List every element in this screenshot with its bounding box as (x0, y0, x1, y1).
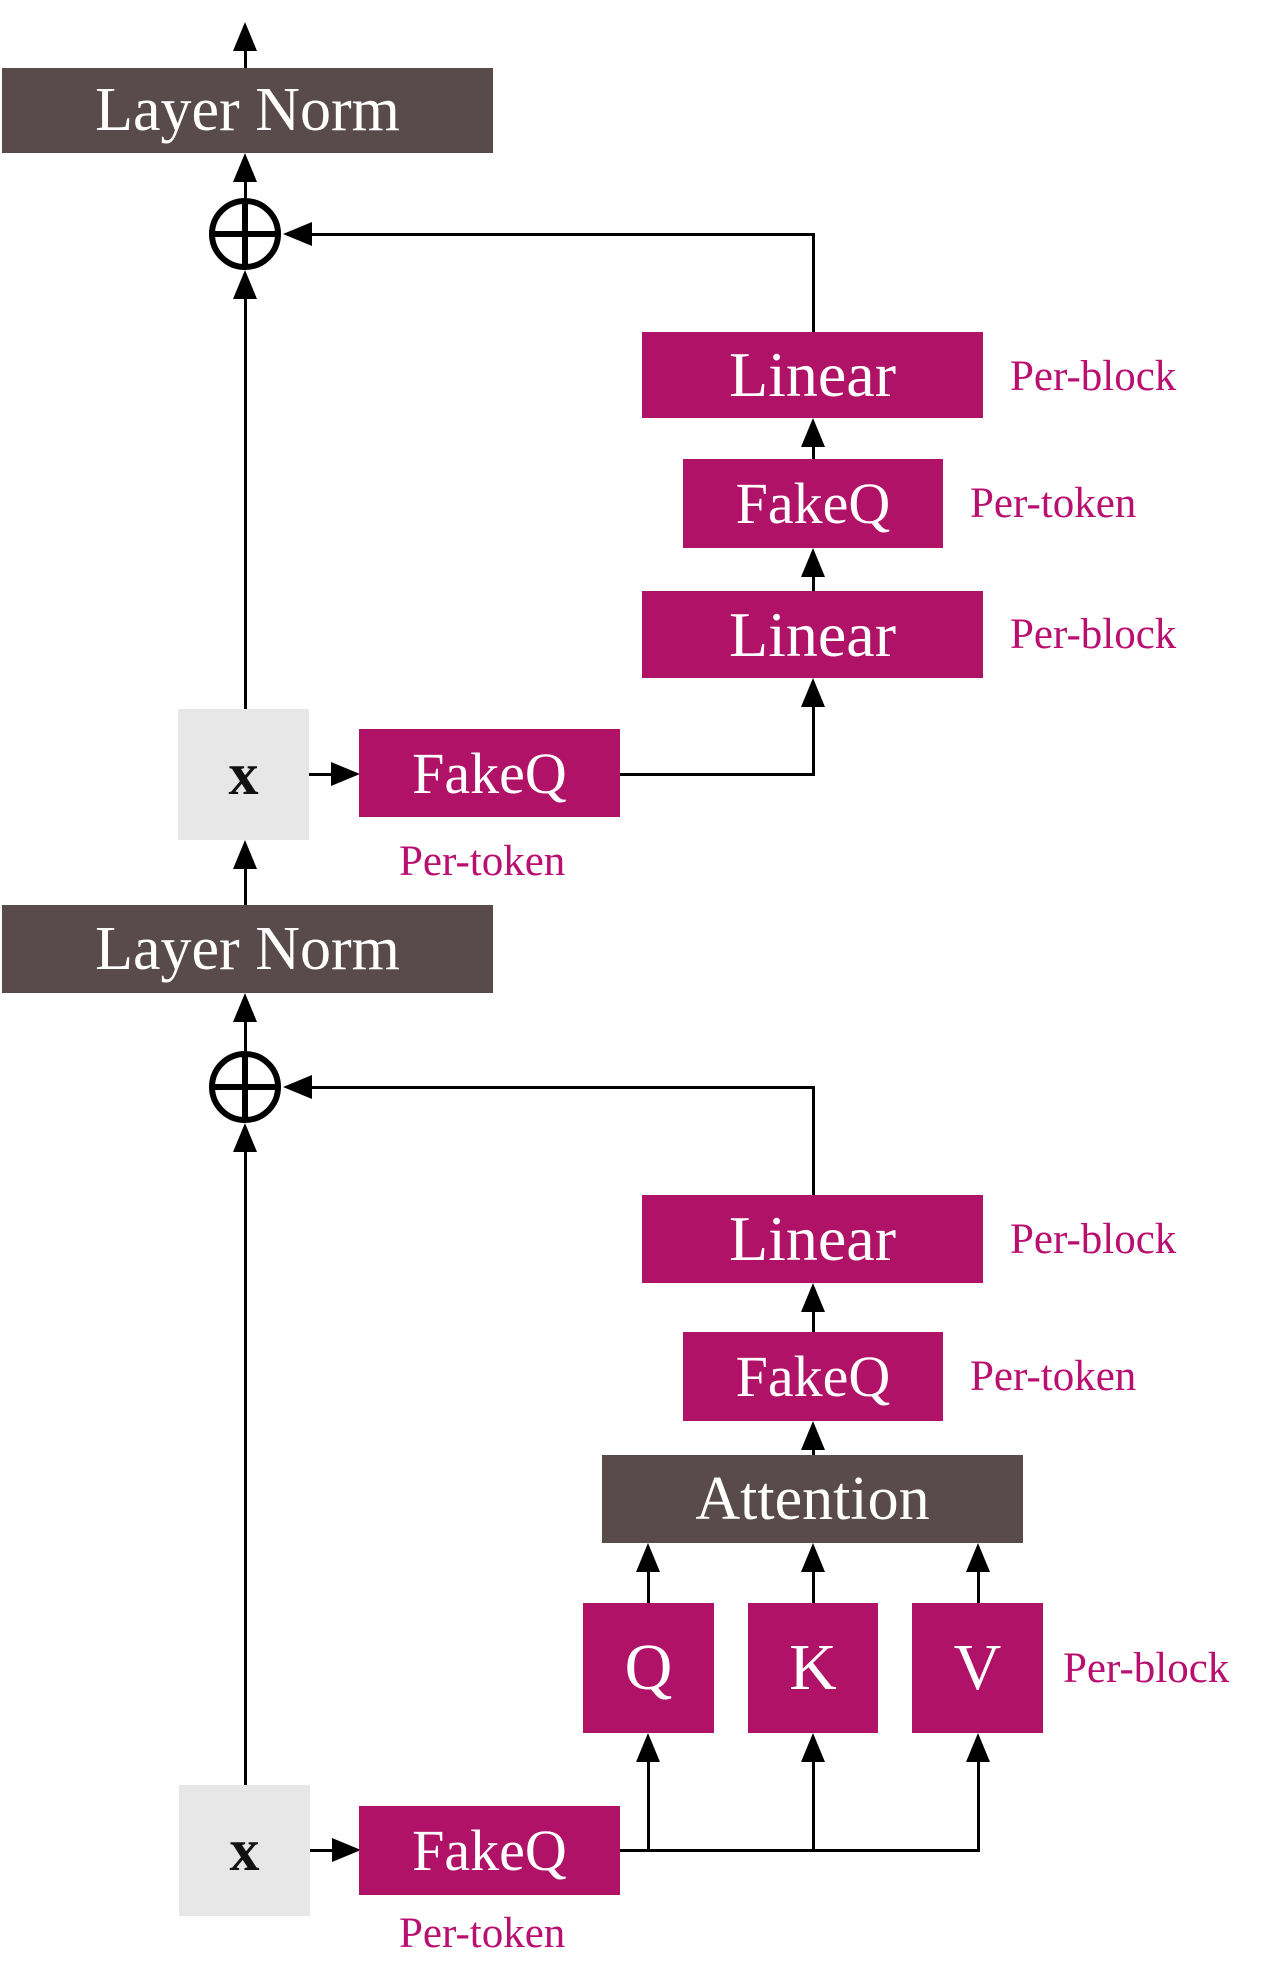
fakeq-label: FakeQ (735, 471, 891, 536)
connector-line (811, 444, 815, 459)
fakeq-label: FakeQ (412, 1818, 567, 1883)
per-block-annotation: Per-block (1010, 1216, 1177, 1263)
connector-line (811, 1309, 815, 1332)
linear-label: Linear (729, 339, 896, 410)
arrow-head-left-icon (283, 222, 312, 246)
arrow-head-icon (801, 1421, 825, 1450)
connector-output-line (243, 46, 247, 68)
arrow-head-icon (801, 418, 825, 447)
connector-line (811, 1759, 815, 1851)
connector-line (620, 772, 815, 776)
layer-norm-label: Layer Norm (95, 76, 400, 144)
linear-box-attention-out: Linear (642, 1195, 983, 1283)
input-x-box-mlp: x (178, 709, 309, 840)
arrow-head-icon (233, 840, 257, 869)
arrow-head-icon (233, 1123, 257, 1152)
linear-box-mlp-out: Linear (642, 332, 983, 418)
connector-line (811, 1447, 815, 1455)
connector-line (310, 1848, 336, 1852)
v-label: V (953, 1631, 1002, 1704)
arrow-head-icon (801, 548, 825, 577)
connector-line (646, 1759, 650, 1851)
qkv-bus-line (620, 1848, 980, 1852)
per-token-annotation: Per-token (970, 1353, 1137, 1400)
layer-norm-box-attention: Layer Norm (2, 905, 493, 993)
input-x-box-attention: x (179, 1785, 310, 1916)
v-box: V (912, 1603, 1043, 1733)
attention-label: Attention (695, 1464, 930, 1533)
plus-vertical-bar (242, 203, 248, 265)
residual-stream-line (243, 296, 247, 709)
arrow-head-icon (966, 1733, 990, 1762)
per-block-annotation: Per-block (1063, 1645, 1230, 1692)
plus-vertical-bar (242, 1056, 248, 1118)
fakeq-box-attention-input: FakeQ (359, 1806, 620, 1895)
k-box: K (748, 1603, 878, 1733)
residual-add-icon (209, 1051, 281, 1123)
arrow-head-right-icon (331, 762, 360, 786)
connector-line (243, 178, 247, 198)
connector-line (309, 772, 335, 776)
fakeq-label: FakeQ (735, 1344, 891, 1409)
connector-line (811, 574, 815, 591)
layer-norm-label: Layer Norm (95, 914, 400, 983)
per-token-annotation: Per-token (399, 1910, 566, 1957)
fakeq-box-attention-out: FakeQ (683, 1332, 943, 1421)
connector-line (243, 866, 247, 905)
connector-line (243, 1018, 247, 1051)
k-label: K (789, 1631, 837, 1704)
connector-line (646, 1569, 650, 1603)
input-x-label: x (229, 1817, 260, 1883)
connector-line (976, 1759, 980, 1851)
linear-label: Linear (729, 1203, 896, 1274)
residual-add-icon (209, 198, 281, 270)
linear-box-mlp-in: Linear (642, 591, 983, 678)
arrow-head-icon (233, 270, 257, 299)
arrow-head-icon (801, 1283, 825, 1312)
arrow-head-icon (636, 1733, 660, 1762)
arrow-head-icon (801, 1543, 825, 1572)
q-box: Q (583, 1603, 714, 1733)
arrow-head-icon (636, 1543, 660, 1572)
per-token-annotation: Per-token (970, 480, 1137, 527)
arrow-head-icon (233, 993, 257, 1022)
residual-stream-line (243, 1149, 247, 1785)
arrow-head-icon (801, 1733, 825, 1762)
fakeq-box-mlp-hidden: FakeQ (683, 459, 943, 548)
arrow-head-right-icon (332, 1838, 361, 1862)
q-label: Q (624, 1631, 673, 1704)
residual-feedback-vline (811, 232, 815, 332)
fakeq-label: FakeQ (412, 740, 567, 806)
input-x-label: x (228, 741, 259, 807)
per-block-annotation: Per-block (1010, 353, 1177, 400)
arrow-head-left-icon (283, 1075, 312, 1099)
connector-line (976, 1569, 980, 1603)
residual-feedback-hline (308, 1085, 815, 1089)
connector-line (811, 704, 815, 775)
per-block-annotation: Per-block (1010, 611, 1177, 658)
residual-feedback-vline (811, 1085, 815, 1195)
residual-feedback-hline (308, 232, 815, 236)
layer-norm-box-mlp: Layer Norm (2, 68, 493, 153)
attention-box: Attention (602, 1455, 1023, 1543)
connector-line (811, 1569, 815, 1603)
per-token-annotation: Per-token (399, 838, 566, 885)
arrow-head-icon (233, 153, 257, 182)
fakeq-box-mlp-input: FakeQ (359, 729, 620, 817)
arrow-head-icon (801, 678, 825, 707)
arrow-head-icon (966, 1543, 990, 1572)
linear-label: Linear (729, 598, 896, 670)
